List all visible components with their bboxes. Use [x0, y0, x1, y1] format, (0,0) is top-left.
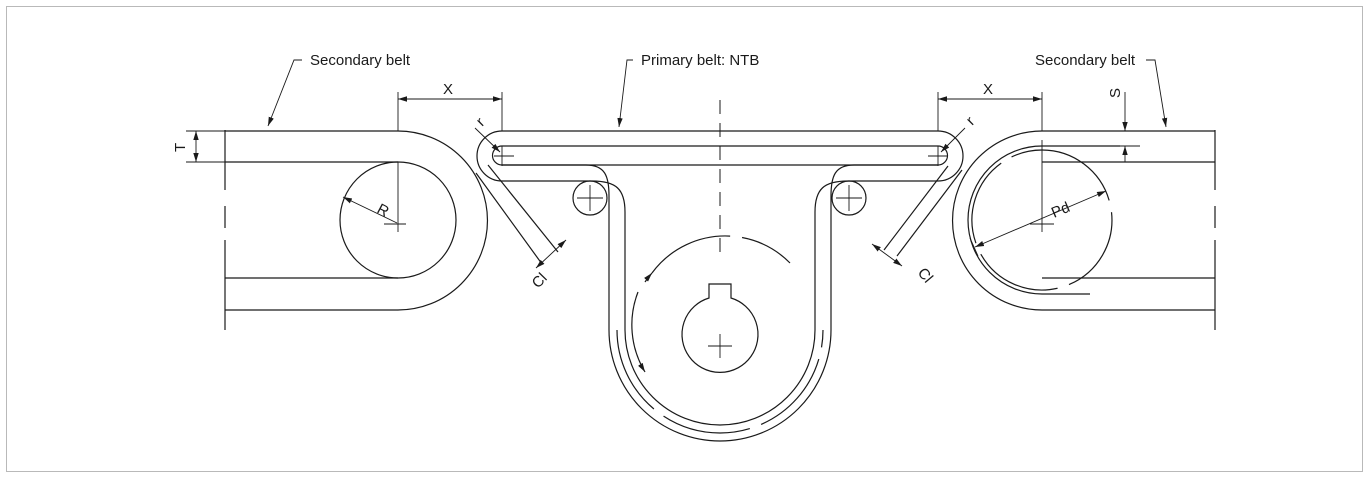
- big-r-label: R: [374, 201, 392, 221]
- right-secondary-belt-label: Secondary belt: [1035, 52, 1136, 69]
- x-right-label: X: [983, 81, 993, 98]
- diagram-frame: [6, 6, 1363, 472]
- drive-sprocket: [681, 283, 759, 373]
- right-idler-roller: [831, 180, 867, 216]
- right-secondary-belt: [951, 130, 1216, 330]
- pd-label: Pd: [1049, 199, 1073, 222]
- primary-belt: [476, 100, 964, 442]
- t-dimension: [186, 130, 225, 163]
- left-secondary-belt: [224, 130, 489, 330]
- t-label: T: [172, 143, 189, 152]
- r-left-label: r: [473, 114, 489, 130]
- left-idler-roller: [572, 180, 608, 216]
- x-left-dimension: [397, 92, 503, 131]
- left-secondary-belt-label: Secondary belt: [310, 52, 411, 69]
- s-label: S: [1107, 88, 1124, 98]
- label-leaders: [267, 59, 1168, 128]
- r-right-label: r: [963, 113, 979, 129]
- cl-right-label: Cl: [914, 265, 936, 287]
- r-dimensions: [474, 127, 966, 153]
- x-right-dimension: [937, 92, 1043, 131]
- cl-left-dimension: [475, 164, 567, 269]
- x-left-label: X: [443, 81, 453, 98]
- cl-left-label: Cl: [529, 270, 551, 292]
- s-dimension: [1108, 92, 1140, 162]
- cl-right-dimension: [871, 165, 963, 267]
- primary-belt-label: Primary belt: NTB: [641, 52, 759, 69]
